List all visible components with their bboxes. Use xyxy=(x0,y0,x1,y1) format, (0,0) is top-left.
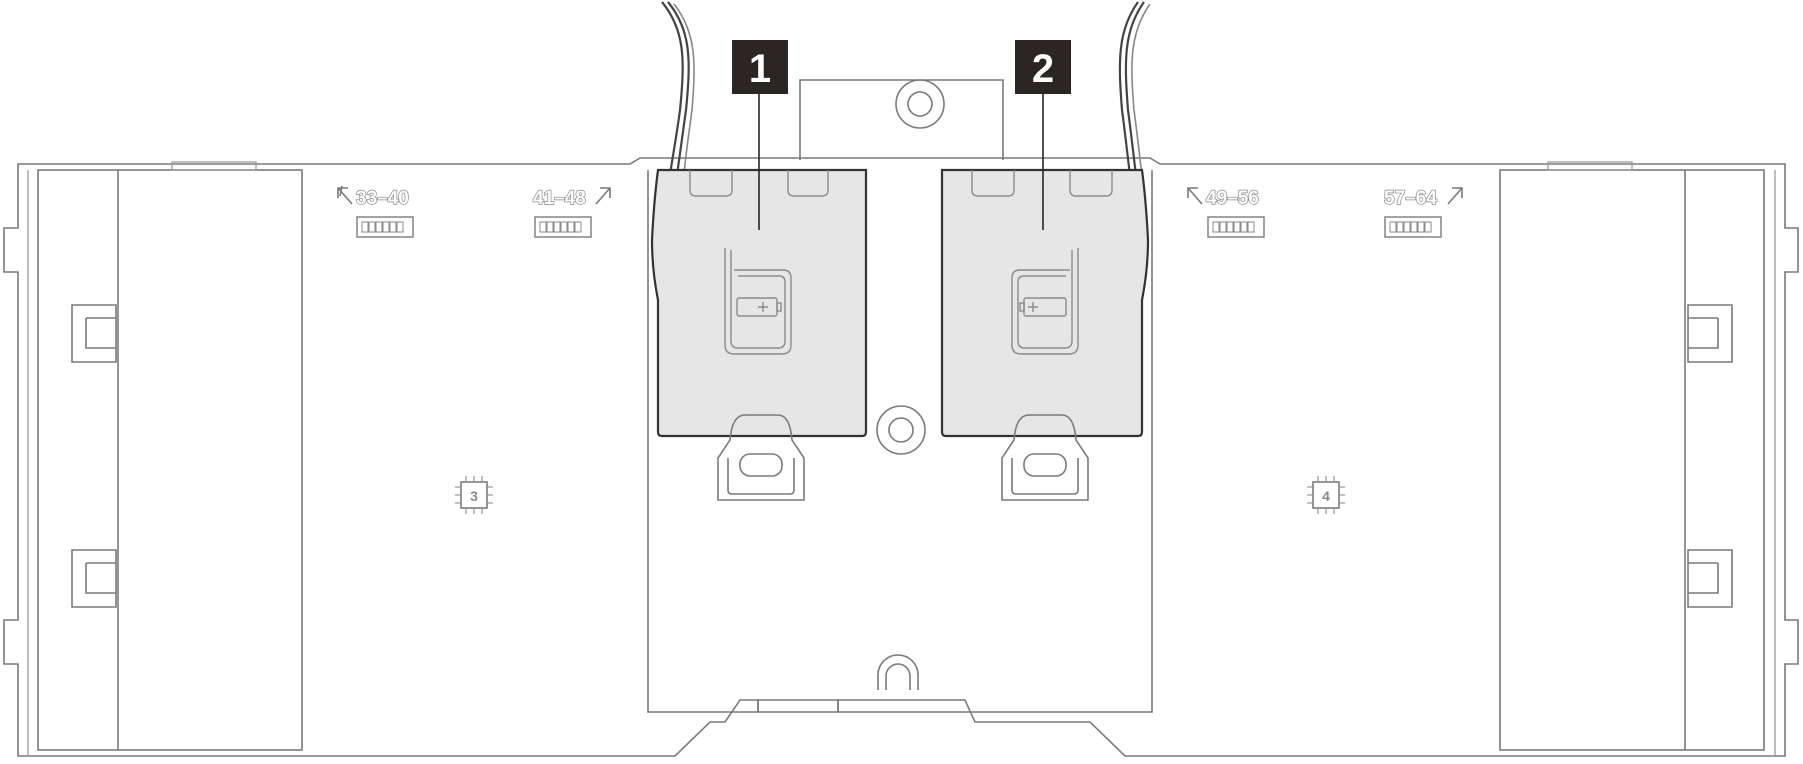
callout-2: 2 xyxy=(1015,40,1071,230)
dimm-connector-pins xyxy=(1389,221,1432,233)
processor-3-label: 3 xyxy=(470,488,478,504)
center-standoff xyxy=(876,405,926,455)
dimm-group-49-56: 49–56 xyxy=(1187,187,1265,238)
dimm-connector-pins xyxy=(1212,221,1255,233)
arrow-icon xyxy=(337,185,353,205)
retention-latch-1[interactable] xyxy=(717,414,805,501)
dimm-range-label: 49–56 xyxy=(1206,188,1259,209)
arrow-icon xyxy=(595,187,611,205)
dimm-range-label: 57–64 xyxy=(1384,188,1437,209)
cable-left xyxy=(661,1,695,176)
callout-1-label: 1 xyxy=(749,47,771,91)
dimm-group-57-64: 57–64 xyxy=(1383,187,1463,238)
flash-power-module-2[interactable] xyxy=(940,168,1150,438)
callout-2-label: 2 xyxy=(1032,47,1054,91)
flash-power-module-1[interactable] xyxy=(650,168,868,438)
cable-right xyxy=(1118,1,1151,176)
processor-3-icon: 3 xyxy=(455,476,493,514)
dimm-group-41-48: 41–48 xyxy=(532,187,611,238)
processor-4-icon: 4 xyxy=(1307,476,1345,514)
center-bay xyxy=(647,170,1153,713)
arrow-icon xyxy=(1187,187,1203,205)
callout-1: 1 xyxy=(732,40,788,230)
dimm-range-label: 33–40 xyxy=(356,188,409,209)
arrow-icon xyxy=(1447,187,1463,205)
tray-outline xyxy=(3,157,1799,757)
left-side-panel xyxy=(37,161,303,751)
dimm-connector-pins xyxy=(361,221,404,233)
center-hook xyxy=(877,654,919,690)
dimm-connector-pins xyxy=(539,221,582,233)
dimm-range-label: 41–48 xyxy=(533,188,586,209)
processor-4-label: 4 xyxy=(1322,488,1330,504)
top-bracket xyxy=(799,79,1004,160)
dimm-group-33-40: 33–40 xyxy=(337,185,414,238)
right-side-panel xyxy=(1499,161,1765,751)
retention-latch-2[interactable] xyxy=(1001,414,1089,501)
